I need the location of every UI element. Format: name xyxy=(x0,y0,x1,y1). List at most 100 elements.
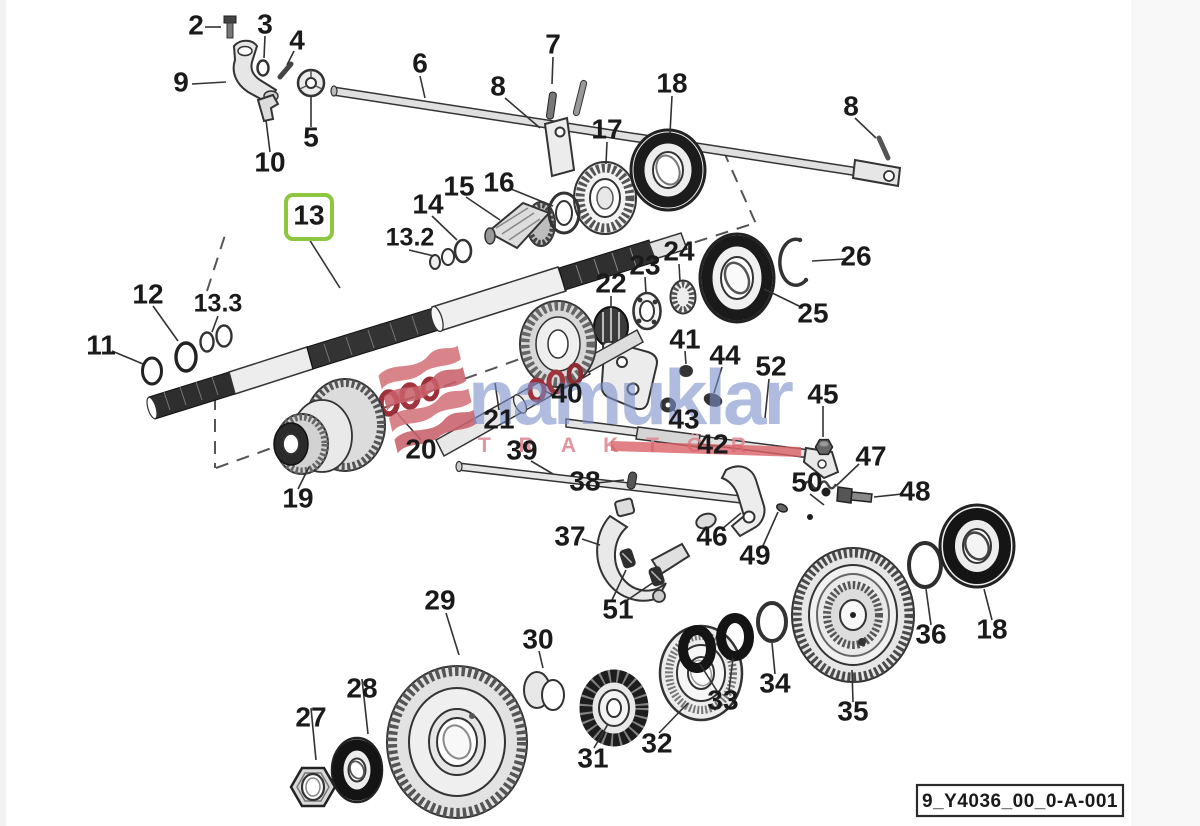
part-label-2: 2 xyxy=(188,9,204,40)
part-label-40: 40 xyxy=(551,377,582,408)
part-label-25: 25 xyxy=(797,297,828,328)
part-27-nut-art xyxy=(289,766,337,808)
part-label-13: 13 xyxy=(293,199,324,230)
part-37-fork-art xyxy=(596,497,691,603)
part-label-48: 48 xyxy=(899,475,930,506)
part-label-27: 27 xyxy=(295,701,326,732)
part-8-rod-end-art xyxy=(851,135,902,188)
part-label-18: 18 xyxy=(976,613,1007,644)
part-23-ring-art xyxy=(632,291,662,331)
part-label-3: 3 xyxy=(257,8,273,39)
part-13-2-bushing-art xyxy=(429,248,455,270)
part-41-ring-art xyxy=(679,365,693,377)
part-label-44: 44 xyxy=(709,339,741,370)
part-30-collar-art xyxy=(523,671,565,711)
part-label-12: 12 xyxy=(132,278,163,309)
part-label-8: 8 xyxy=(843,90,859,121)
part-24-ring-art xyxy=(669,279,697,315)
part-label-20: 20 xyxy=(405,433,436,464)
part-51-pads-art xyxy=(619,548,665,587)
part-label-26: 26 xyxy=(840,240,871,271)
part-label-39: 39 xyxy=(506,434,537,465)
part-label-14: 14 xyxy=(412,188,444,219)
part-label-21: 21 xyxy=(483,403,514,434)
part-label-5: 5 xyxy=(303,121,319,152)
part-label-36: 36 xyxy=(915,618,946,649)
part-7-pin-art xyxy=(543,79,588,178)
part-label-41: 41 xyxy=(669,323,700,354)
left-edge-strip xyxy=(0,0,6,826)
part-13-shaft-art xyxy=(146,232,688,420)
part-label-33: 33 xyxy=(707,684,738,715)
part-18-bearing-art xyxy=(629,128,707,212)
part-label-9: 9 xyxy=(173,66,189,97)
part-label-22: 22 xyxy=(595,267,626,298)
part-label-8: 8 xyxy=(490,70,506,101)
part-33-seals-art xyxy=(678,613,754,673)
part-46-yoke-art xyxy=(695,465,766,538)
part-label-13.2: 13.2 xyxy=(386,224,435,252)
part-label-38: 38 xyxy=(569,465,600,496)
part-label-35: 35 xyxy=(837,695,868,726)
part-label-30: 30 xyxy=(522,623,553,654)
part-label-31: 31 xyxy=(577,742,608,773)
part-label-6: 6 xyxy=(412,47,428,78)
part-15-cone-gear-art xyxy=(484,201,556,250)
watermark-brand-text: namuklar xyxy=(468,353,793,441)
watermark: namuklar T R A K T Ö R xyxy=(378,345,801,457)
part-label-32: 32 xyxy=(641,727,672,758)
part-label-13.3: 13.3 xyxy=(194,290,243,318)
part-label-52: 52 xyxy=(755,350,786,381)
part-label-29: 29 xyxy=(424,584,455,615)
part-label-11: 11 xyxy=(86,329,116,360)
part-label-45: 45 xyxy=(807,378,838,409)
part-label-47: 47 xyxy=(855,440,886,471)
part-label-51: 51 xyxy=(602,593,633,624)
part-2-bolt-art xyxy=(223,15,237,39)
part-label-4: 4 xyxy=(289,24,305,55)
part-35-drum-art xyxy=(791,547,915,683)
part-29-gear-art xyxy=(386,665,528,819)
part-14-ring-art xyxy=(453,238,473,264)
part-label-28: 28 xyxy=(346,672,377,703)
part-label-17: 17 xyxy=(591,113,622,144)
part-25-bearing-art xyxy=(698,232,776,324)
drawing-code-box: 9_Y4036_00_0-A-001 xyxy=(915,783,1125,818)
part-9-lever-art xyxy=(232,39,279,105)
part-10-clip-art xyxy=(256,93,280,123)
part-label-37: 37 xyxy=(554,520,585,551)
part-17-bearing-art xyxy=(573,161,637,235)
part-label-10: 10 xyxy=(254,146,285,177)
part-26-snap-ring-art xyxy=(778,237,809,287)
part-label-24: 24 xyxy=(663,235,695,266)
watermark-flag-icon xyxy=(378,345,477,454)
part-5-washer-art xyxy=(296,68,326,98)
part-22-roller-cage-art xyxy=(593,306,629,348)
part-49-pin-art xyxy=(776,503,788,513)
highlight-box-part-13 xyxy=(284,193,334,241)
part-31-hub-art xyxy=(579,669,649,747)
leader-lines xyxy=(111,26,993,761)
watermark-red-bar xyxy=(611,441,801,457)
part-label-42: 42 xyxy=(697,428,728,459)
part-34-ring-art xyxy=(756,601,788,643)
part-label-23: 23 xyxy=(629,249,660,280)
part-41-plate-art xyxy=(600,340,658,411)
part-12-ring-art xyxy=(174,341,198,373)
part-label-15: 15 xyxy=(443,170,474,201)
part-label-34: 34 xyxy=(759,667,791,698)
parts-artwork xyxy=(141,15,1016,819)
part-18b-bearing-art xyxy=(938,503,1016,589)
part-label-50: 50 xyxy=(791,466,822,497)
part-label-16: 16 xyxy=(483,166,514,197)
part-label-49: 49 xyxy=(739,539,770,570)
part-38-pin-art xyxy=(626,471,638,490)
part-label-19: 19 xyxy=(282,482,313,513)
right-edge-strip xyxy=(1131,0,1200,826)
part-28-bearing-art xyxy=(330,736,384,804)
part-50-balls-art xyxy=(807,487,831,520)
part-label-43: 43 xyxy=(668,403,699,434)
